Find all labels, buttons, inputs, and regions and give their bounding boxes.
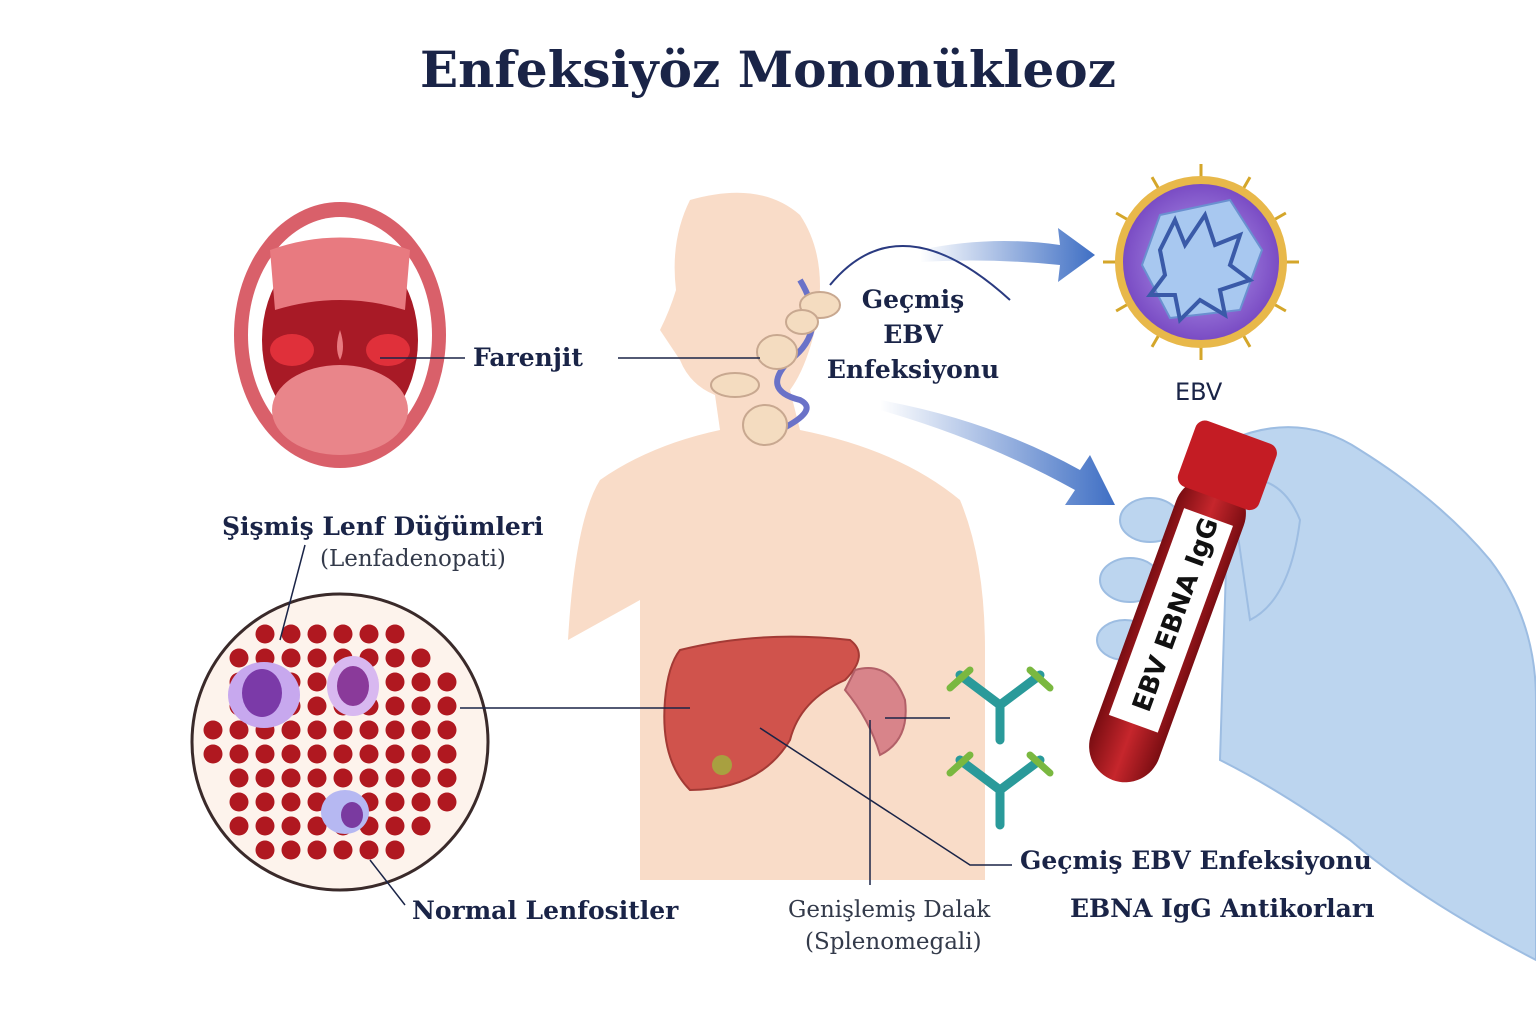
red-blood-cell	[359, 768, 379, 788]
spleen	[843, 667, 907, 757]
label-line: EBV	[883, 320, 943, 349]
open-mouth-pharyngitis	[234, 202, 446, 468]
red-blood-cell	[437, 696, 457, 716]
red-blood-cell	[307, 768, 327, 788]
red-blood-cell	[281, 816, 301, 836]
label-past-infection: Geçmiş EBV Enfeksiyonu	[1020, 846, 1372, 875]
red-blood-cell	[281, 744, 301, 764]
red-blood-cell	[411, 696, 431, 716]
red-blood-cell	[229, 744, 249, 764]
red-blood-cell	[307, 624, 327, 644]
red-blood-cell	[229, 816, 249, 836]
antibodies	[946, 666, 1054, 830]
label-normal-lymphocytes: Normal Lenfositler	[412, 896, 679, 925]
red-blood-cell	[437, 768, 457, 788]
red-blood-cell	[229, 648, 249, 668]
red-blood-cell	[307, 816, 327, 836]
red-blood-cell	[385, 816, 405, 836]
label-lymph-nodes-sub: (Lenfadenopati)	[320, 546, 506, 572]
leader-lines	[279, 357, 1012, 906]
lymph-nodes	[710, 278, 841, 446]
red-blood-cell	[333, 768, 353, 788]
red-blood-cell	[359, 744, 379, 764]
red-blood-cell	[307, 696, 327, 716]
gloved-hand	[1096, 426, 1536, 962]
red-blood-cell	[333, 840, 353, 860]
red-blood-cell	[333, 744, 353, 764]
red-blood-cell	[385, 720, 405, 740]
red-blood-cell	[255, 816, 275, 836]
red-blood-cell	[281, 624, 301, 644]
red-blood-cell	[411, 792, 431, 812]
label-line: Enfeksiyonu	[826, 355, 1000, 384]
label-antibodies: EBNA IgG Antikorları	[1070, 894, 1375, 923]
red-blood-cell	[255, 624, 275, 644]
red-blood-cell	[307, 840, 327, 860]
red-blood-cell	[255, 792, 275, 812]
red-blood-cell	[385, 792, 405, 812]
red-blood-cell	[411, 768, 431, 788]
red-blood-cell	[229, 792, 249, 812]
label-ebv: EBV	[1175, 378, 1223, 406]
red-blood-cell	[385, 624, 405, 644]
red-blood-cell	[411, 816, 431, 836]
red-blood-cell	[411, 744, 431, 764]
red-blood-cell	[281, 720, 301, 740]
page-title: Enfeksiyöz Mononükleoz	[419, 40, 1117, 99]
red-blood-cell	[437, 720, 457, 740]
label-spleen: Genişlemiş Dalak	[788, 897, 991, 923]
red-blood-cell	[203, 744, 223, 764]
red-blood-cell	[437, 792, 457, 812]
red-blood-cell	[333, 624, 353, 644]
red-blood-cell	[411, 720, 431, 740]
liver	[663, 635, 860, 792]
red-blood-cell	[385, 672, 405, 692]
red-blood-cell	[255, 744, 275, 764]
red-blood-cell	[333, 720, 353, 740]
red-blood-cell	[281, 648, 301, 668]
red-blood-cell	[229, 720, 249, 740]
red-blood-cell	[385, 744, 405, 764]
label-past-infection-neck: Geçmiş EBV Enfeksiyonu	[826, 282, 1000, 387]
red-blood-cell	[385, 648, 405, 668]
red-blood-cell	[359, 720, 379, 740]
label-line: Geçmiş	[861, 285, 965, 314]
label-pharyngitis: Farenjit	[473, 343, 583, 372]
red-blood-cell	[307, 744, 327, 764]
red-blood-cell	[307, 648, 327, 668]
red-blood-cell	[229, 768, 249, 788]
red-blood-cell	[281, 840, 301, 860]
red-blood-cell	[437, 672, 457, 692]
blood-smear	[190, 592, 490, 892]
red-blood-cell	[203, 720, 223, 740]
red-blood-cell	[255, 840, 275, 860]
red-blood-cell	[385, 768, 405, 788]
red-blood-cell	[255, 768, 275, 788]
label-lymph-nodes: Şişmiş Lenf Düğümleri	[222, 512, 544, 541]
red-blood-cell	[437, 744, 457, 764]
ebv-virus	[1103, 164, 1299, 360]
label-spleen-sub: (Splenomegali)	[805, 929, 982, 955]
red-blood-cell	[307, 672, 327, 692]
red-blood-cell	[411, 648, 431, 668]
red-blood-cell	[359, 840, 379, 860]
red-blood-cell	[411, 672, 431, 692]
red-blood-cell	[359, 624, 379, 644]
red-blood-cell	[385, 696, 405, 716]
red-blood-cell	[307, 720, 327, 740]
red-blood-cell	[281, 768, 301, 788]
red-blood-cell	[385, 840, 405, 860]
arrows	[829, 228, 1115, 505]
red-blood-cell	[281, 792, 301, 812]
